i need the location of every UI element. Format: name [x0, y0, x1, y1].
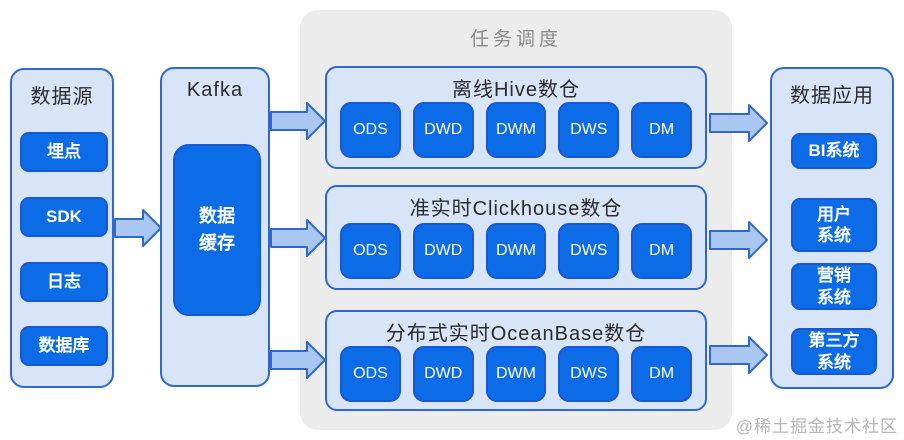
layer-box-dwm: DWM — [485, 223, 547, 279]
layer-box-dws: DWS — [558, 346, 620, 402]
layer-box-dwm: DWM — [485, 346, 547, 402]
source-item-sdk: SDK — [20, 197, 108, 237]
data-cache-box: 数据 缓存 — [173, 144, 261, 316]
scheduler-title: 任务调度 — [469, 29, 562, 50]
source-item-tracking: 埋点 — [20, 132, 108, 172]
layer-strip-clickhouse: ODS DWD DWM DWS DM — [327, 223, 705, 279]
arrow-kafka-to-clickhouse — [270, 219, 326, 257]
layer-strip-oceanbase: ODS DWD DWM DWS DM — [327, 346, 705, 402]
arrow-clickhouse-to-apps — [709, 221, 768, 259]
app-item-bi: BI系统 — [791, 133, 877, 169]
layer-box-dwd: DWD — [412, 346, 474, 402]
layer-box-dwd: DWD — [412, 102, 474, 158]
data-source-title: 数据源 — [30, 86, 94, 108]
arrow-oceanbase-to-apps — [709, 336, 768, 374]
layer-box-ods: ODS — [340, 102, 401, 158]
arrow-kafka-to-hive — [270, 102, 326, 140]
app-item-user: 用户 系统 — [791, 198, 877, 252]
warehouse-title-clickhouse: 准实时Clickhouse数仓 — [409, 198, 623, 220]
arrow-kafka-to-oceanbase — [270, 341, 326, 379]
warehouse-row-oceanbase: 分布式实时OceanBase数仓 ODS DWD DWM DWS DM — [325, 310, 707, 411]
scheduler-panel: 任务调度 离线Hive数仓 ODS DWD DWM DWS DM 准实时Clic… — [300, 10, 732, 430]
layer-box-dm: DM — [631, 223, 692, 279]
layer-box-dws: DWS — [558, 223, 620, 279]
arrow-hive-to-apps — [709, 104, 768, 142]
layer-box-ods: ODS — [340, 346, 401, 402]
warehouse-row-clickhouse: 准实时Clickhouse数仓 ODS DWD DWM DWS DM — [325, 185, 707, 290]
data-apps-title: 数据应用 — [790, 85, 874, 107]
data-source-panel: 数据源 埋点 SDK 日志 数据库 — [10, 68, 114, 388]
kafka-title: Kafka — [186, 79, 244, 101]
layer-strip-hive: ODS DWD DWM DWS DM — [327, 102, 705, 158]
warehouse-title-hive: 离线Hive数仓 — [451, 79, 580, 101]
layer-box-dm: DM — [631, 102, 692, 158]
app-item-marketing: 营销 系统 — [791, 263, 877, 310]
warehouse-row-hive: 离线Hive数仓 ODS DWD DWM DWS DM — [325, 66, 707, 169]
warehouse-title-oceanbase: 分布式实时OceanBase数仓 — [385, 323, 647, 345]
app-item-third-party: 第三方 系统 — [791, 328, 877, 375]
kafka-panel: Kafka 数据 缓存 — [160, 67, 270, 387]
layer-box-dwm: DWM — [485, 102, 547, 158]
source-item-logs: 日志 — [20, 262, 108, 302]
layer-box-ods: ODS — [340, 223, 401, 279]
watermark: @稀土掘金技术社区 — [735, 417, 898, 436]
source-item-database: 数据库 — [20, 326, 108, 366]
layer-box-dm: DM — [631, 346, 692, 402]
data-apps-panel: 数据应用 BI系统 用户 系统 营销 系统 第三方 系统 — [770, 67, 894, 389]
layer-box-dws: DWS — [558, 102, 620, 158]
layer-box-dwd: DWD — [412, 223, 474, 279]
arrow-source-to-kafka — [114, 209, 162, 247]
